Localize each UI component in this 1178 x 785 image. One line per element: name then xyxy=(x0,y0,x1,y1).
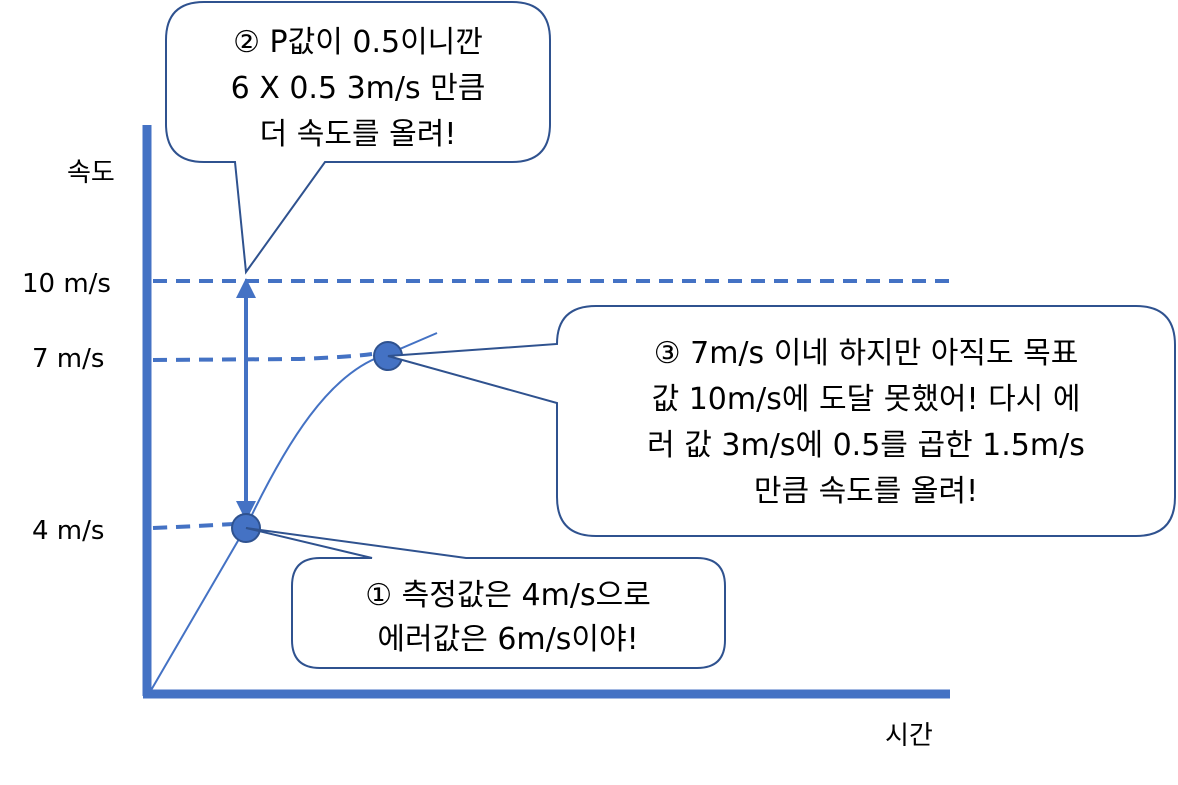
callout-3-line-1: ③ 7m/s 이네 하지만 아직도 목표 xyxy=(654,336,1079,371)
y-tick-7: 7 m/s xyxy=(32,344,104,374)
callout-1-bubble xyxy=(245,527,726,669)
y-tick-4: 4 m/s xyxy=(32,516,104,546)
y-axis-label: 속도 xyxy=(67,158,115,188)
callout-1-line-1: ① 측정값은 4m/s으로 xyxy=(365,578,651,613)
callout-3-line-3: 러 값 3m/s에 0.5를 곱한 1.5m/s xyxy=(647,428,1085,463)
reference-line-4 xyxy=(152,522,235,530)
reference-line-7 xyxy=(152,352,373,362)
callout-3-line-4: 만큼 속도를 올려! xyxy=(754,474,978,509)
callout-3-line-2: 값 10m/s에 도달 못했어! 다시 에 xyxy=(652,382,1081,417)
callout-2-line-3: 더 속도를 올려! xyxy=(260,117,457,152)
y-tick-10: 10 m/s xyxy=(22,269,111,299)
callout-2-line-2: 6 X 0.5 3m/s 만큼 xyxy=(231,71,486,106)
callout-2-line-1: ② P값이 0.5이니깐 xyxy=(233,25,483,60)
callout-2-bubble xyxy=(165,1,551,275)
x-axis-label: 시간 xyxy=(885,721,933,751)
callout-3-bubble xyxy=(387,305,1176,537)
callout-1-line-2: 에러값은 6m/s이야! xyxy=(377,622,638,657)
